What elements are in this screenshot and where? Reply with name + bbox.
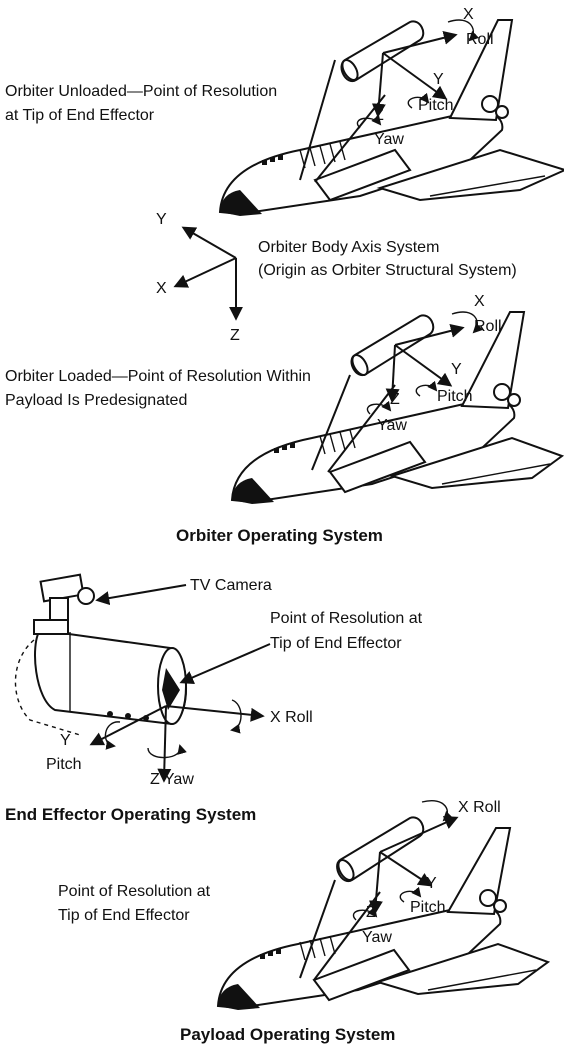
shuttle-payload-illustration bbox=[216, 800, 551, 1010]
end-effector-point-leader bbox=[179, 643, 271, 684]
unloaded-label-line1: Orbiter Unloaded—Point of Resolution bbox=[5, 83, 277, 100]
shuttle1-axis-y-label: Y bbox=[433, 71, 444, 88]
tv-camera-leader bbox=[95, 584, 187, 606]
shuttle2-axis-y-label: Y bbox=[451, 361, 462, 378]
payload-x-roll-label: X Roll bbox=[458, 799, 501, 816]
end-effector-illustration bbox=[14, 573, 265, 783]
body-axis-triad bbox=[173, 226, 243, 321]
payload-z-label: Z bbox=[366, 904, 376, 921]
shuttle2-axis-x-label: X bbox=[474, 293, 485, 310]
orbiter-operating-system-caption: Orbiter Operating System bbox=[176, 526, 383, 545]
shuttle-unloaded-illustration bbox=[218, 19, 564, 216]
ee-pitch-label: Pitch bbox=[46, 756, 82, 773]
payload-point-label-line2: Tip of End Effector bbox=[58, 907, 190, 924]
loaded-label-line1: Orbiter Loaded—Point of Resolution Withi… bbox=[5, 368, 311, 385]
ee-x-roll-label: X Roll bbox=[270, 709, 313, 726]
body-axis-z-label: Z bbox=[230, 327, 240, 344]
shuttle1-axis-x-label: X bbox=[463, 6, 474, 23]
end-effector-operating-system-caption: End Effector Operating System bbox=[5, 805, 256, 824]
ee-point-label-line1: Point of Resolution at bbox=[270, 610, 423, 627]
payload-operating-system-caption: Payload Operating System bbox=[180, 1025, 395, 1044]
payload-y-label: Y bbox=[426, 875, 437, 892]
payload-point-label-line1: Point of Resolution at bbox=[58, 883, 211, 900]
shuttle2-axis-z-label: Z bbox=[390, 391, 400, 408]
body-axis-y-label: Y bbox=[156, 211, 167, 228]
payload-yaw-label: Yaw bbox=[362, 929, 392, 946]
shuttle1-roll-label: Roll bbox=[466, 31, 494, 48]
body-axis-title-line1: Orbiter Body Axis System bbox=[258, 239, 439, 256]
ee-z-yaw-label: Z Yaw bbox=[150, 771, 194, 788]
shuttle1-yaw-label: Yaw bbox=[374, 131, 404, 148]
shuttle2-pitch-label: Pitch bbox=[437, 388, 473, 405]
ee-y-label: Y bbox=[60, 732, 71, 749]
body-axis-x-label: X bbox=[156, 280, 167, 297]
unloaded-label-line2: at Tip of End Effector bbox=[5, 107, 155, 124]
shuttle1-axis-z-label: Z bbox=[374, 107, 384, 124]
body-axis-title-line2: (Origin as Orbiter Structural System) bbox=[258, 262, 517, 279]
tv-camera-label: TV Camera bbox=[190, 577, 272, 594]
loaded-label-line2: Payload Is Predesignated bbox=[5, 392, 187, 409]
shuttle1-pitch-label: Pitch bbox=[418, 97, 454, 114]
ee-point-label-line2: Tip of End Effector bbox=[270, 635, 402, 652]
payload-pitch-label: Pitch bbox=[410, 899, 446, 916]
shuttle2-roll-label: Roll bbox=[474, 318, 502, 335]
shuttle-loaded-illustration bbox=[230, 311, 564, 504]
shuttle2-yaw-label: Yaw bbox=[377, 417, 407, 434]
